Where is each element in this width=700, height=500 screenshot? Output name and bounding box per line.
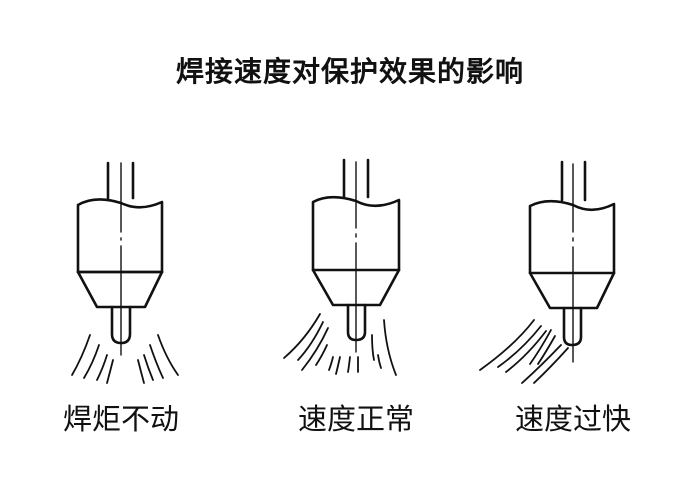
label-too-fast: 速度过快 — [514, 402, 631, 436]
torch-too-fast — [479, 160, 616, 384]
label-normal-speed: 速度正常 — [297, 402, 414, 436]
gas-flow-lines — [479, 319, 569, 384]
torch-normal-speed — [283, 158, 401, 376]
diagram-title: 焊接速度对保护效果的影响 — [175, 55, 524, 88]
torch-stationary — [71, 161, 179, 384]
gas-flow-lines — [71, 334, 179, 384]
label-torch-stationary: 焊炬不动 — [62, 402, 179, 436]
gas-flow-lines — [283, 313, 397, 376]
